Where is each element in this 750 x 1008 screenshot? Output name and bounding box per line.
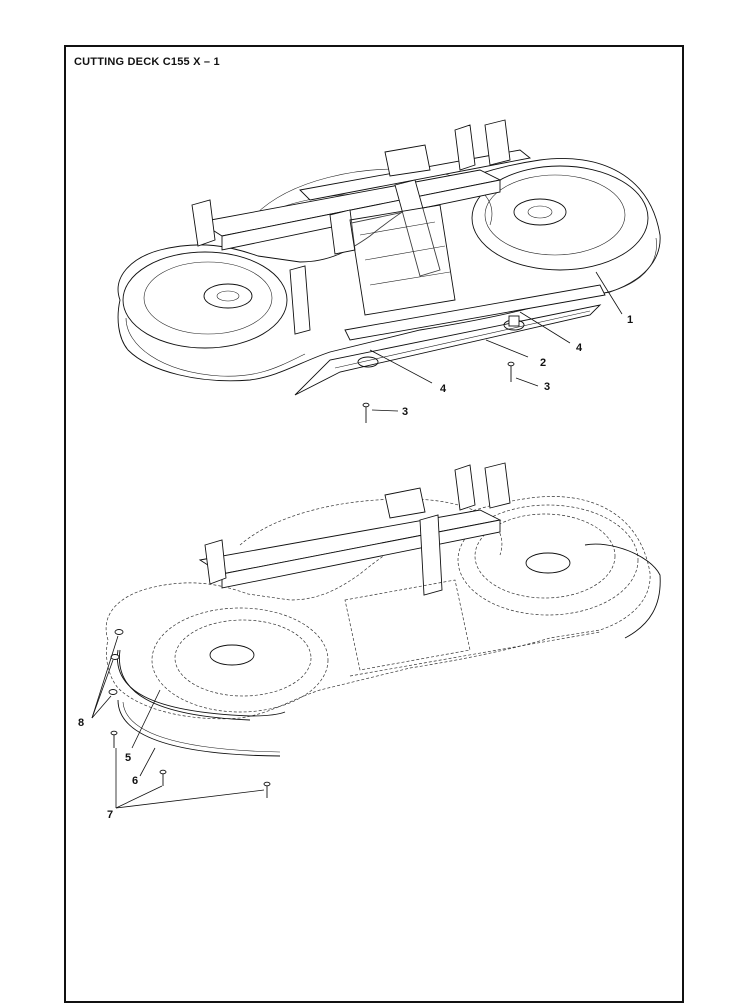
callout-7: 7 xyxy=(107,809,113,821)
deck-phantom-view xyxy=(105,462,661,798)
top-leaders xyxy=(369,271,623,412)
callout-2: 2 xyxy=(540,357,546,369)
callout-5: 5 xyxy=(125,752,131,764)
page-title: CUTTING DECK C155 X – 1 xyxy=(74,56,220,68)
callout-1: 1 xyxy=(627,314,633,326)
callout-8: 8 xyxy=(78,717,84,729)
callout-6: 6 xyxy=(132,775,138,787)
callout-4b: 4 xyxy=(440,383,447,395)
drawing-frame xyxy=(64,45,684,1003)
cutting-deck-assembly xyxy=(117,119,661,423)
callout-4a: 4 xyxy=(576,342,583,354)
bottom-leaders xyxy=(91,635,265,809)
callout-3a: 3 xyxy=(544,381,550,393)
callout-3b: 3 xyxy=(402,406,408,418)
